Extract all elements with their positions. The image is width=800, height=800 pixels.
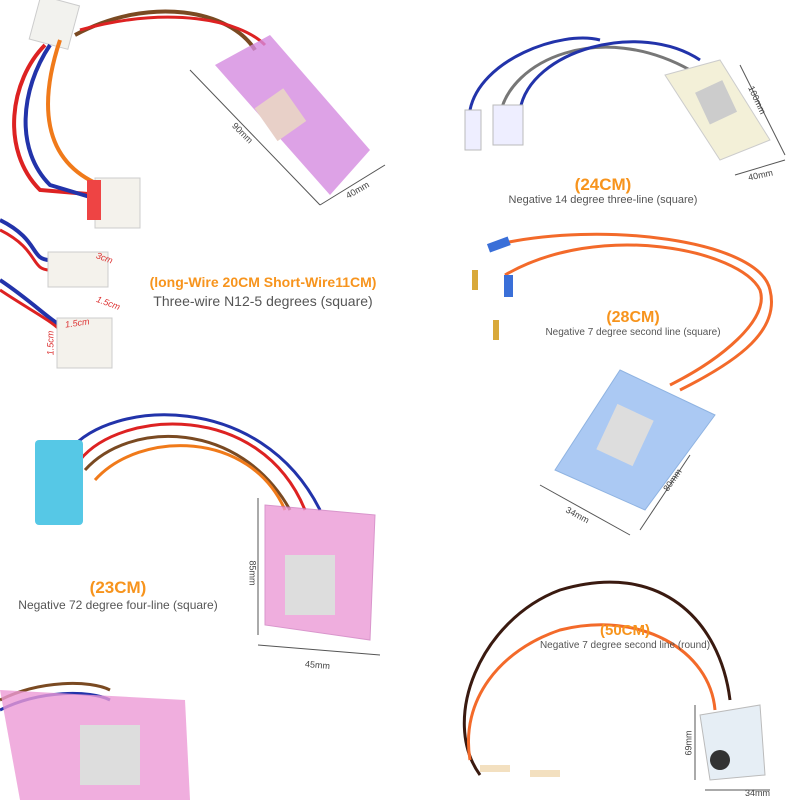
product-description: Negative 7 degree second line (round) [539, 640, 711, 651]
product-description: Three-wire N12-5 degrees (square) [153, 293, 373, 309]
dimension-label: 69mm [683, 730, 694, 756]
dimension-label: 45mm [304, 658, 331, 672]
product-length: (50CM) [599, 622, 651, 639]
dimension-label: 85mm [247, 560, 258, 586]
product-length: (23CM) [89, 578, 147, 597]
dimension-label: 34mm [745, 788, 771, 798]
thermostat-2-image [464, 36, 786, 176]
product-length: (24CM) [574, 175, 632, 194]
product-description: Negative 7 degree second line (square) [545, 327, 721, 338]
thermostat-1-image [0, 0, 386, 369]
dimension-label: 1.5cm [45, 330, 56, 356]
product-description: Negative 14 degree three-line (square) [508, 194, 698, 206]
product-description: Negative 72 degree four-line (square) [18, 598, 218, 612]
thermostat-3-image [472, 232, 773, 536]
thermostat-5-image [462, 580, 770, 791]
thermostat-4-image [0, 413, 381, 800]
product-length: (28CM) [606, 309, 660, 326]
product-length: (long-Wire 20CM Short-Wire11CM) [149, 274, 377, 290]
